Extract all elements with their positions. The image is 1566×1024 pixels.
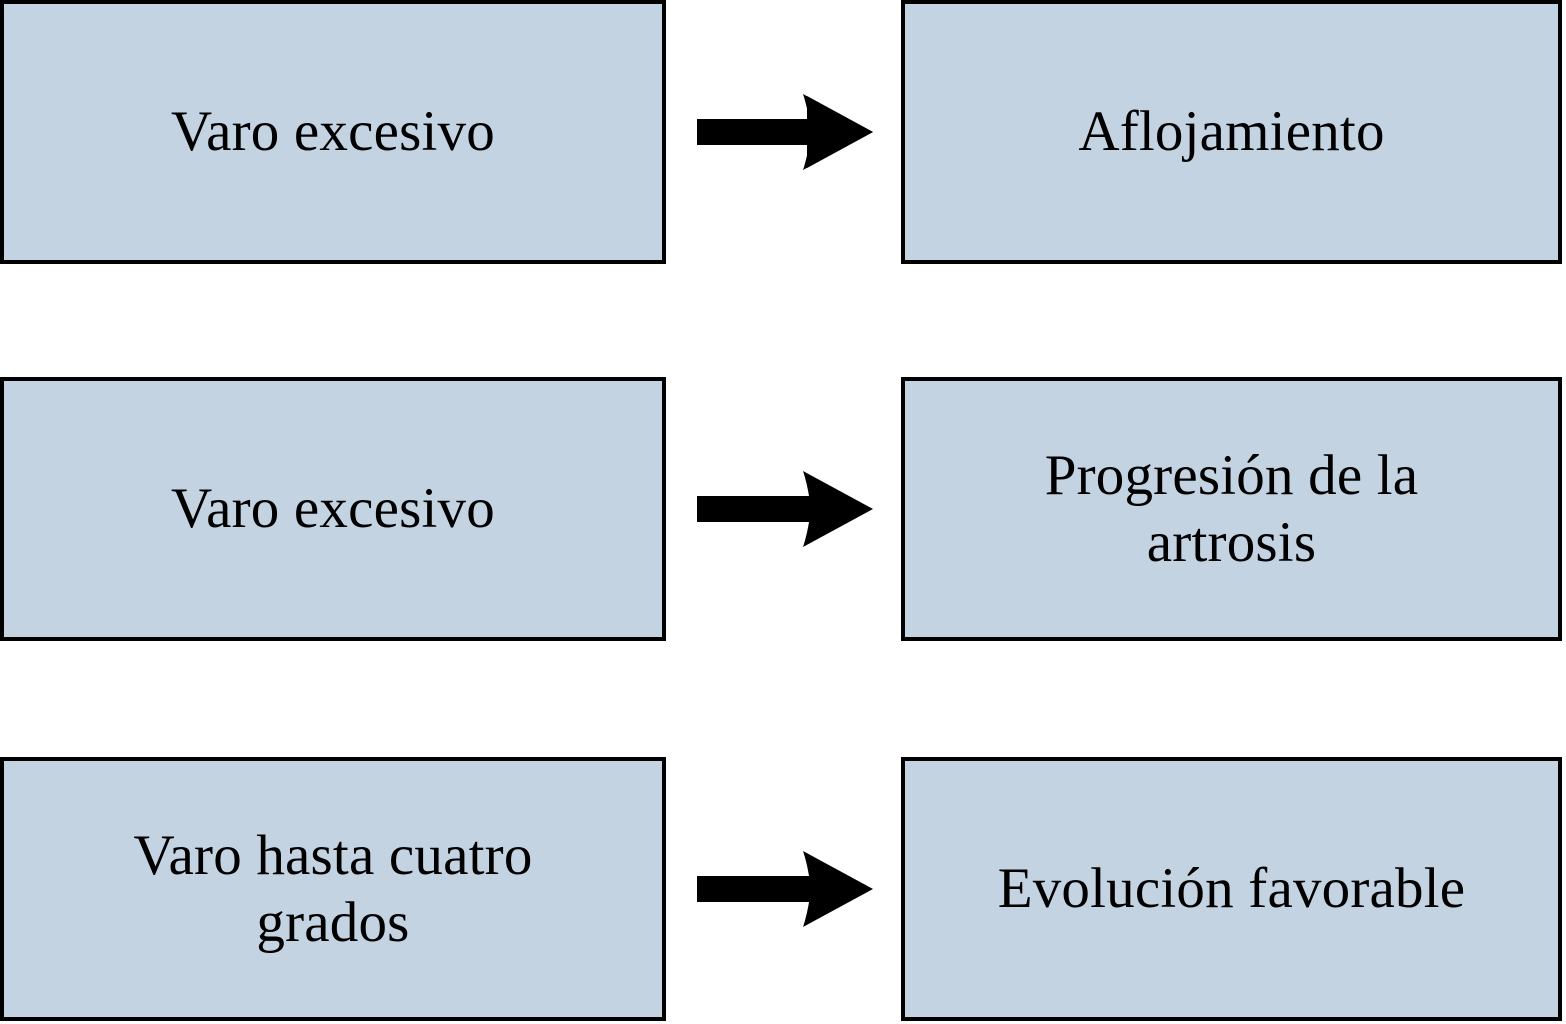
source-node-2[interactable]: Varo excesivo [0, 377, 666, 641]
target-node-2-label: Progresión de la artrosis [1044, 443, 1419, 574]
target-node-1-label: Aflojamiento [1078, 100, 1385, 164]
source-node-2-label: Varo excesivo [171, 477, 495, 541]
arrow-right-icon-3 [697, 843, 873, 935]
target-node-3[interactable]: Evolución favorable [901, 757, 1562, 1021]
source-node-3-label: Varo hasta cuatro grados [133, 823, 533, 954]
source-node-3[interactable]: Varo hasta cuatro grados [0, 757, 666, 1021]
target-node-2[interactable]: Progresión de la artrosis [901, 377, 1562, 641]
target-node-3-label: Evolución favorable [997, 857, 1466, 921]
target-node-1[interactable]: Aflojamiento [901, 0, 1562, 264]
flow-row: Varo hasta cuatro grados Evolución favor… [0, 757, 1566, 1021]
arrow-right-icon-1 [697, 86, 873, 178]
flow-row: Varo excesivo Progresión de la artrosis [0, 377, 1566, 641]
source-node-1-label: Varo excesivo [171, 100, 495, 164]
source-node-1[interactable]: Varo excesivo [0, 0, 666, 264]
flow-row: Varo excesivo Aflojamiento [0, 0, 1566, 264]
arrow-right-icon-2 [697, 463, 873, 555]
